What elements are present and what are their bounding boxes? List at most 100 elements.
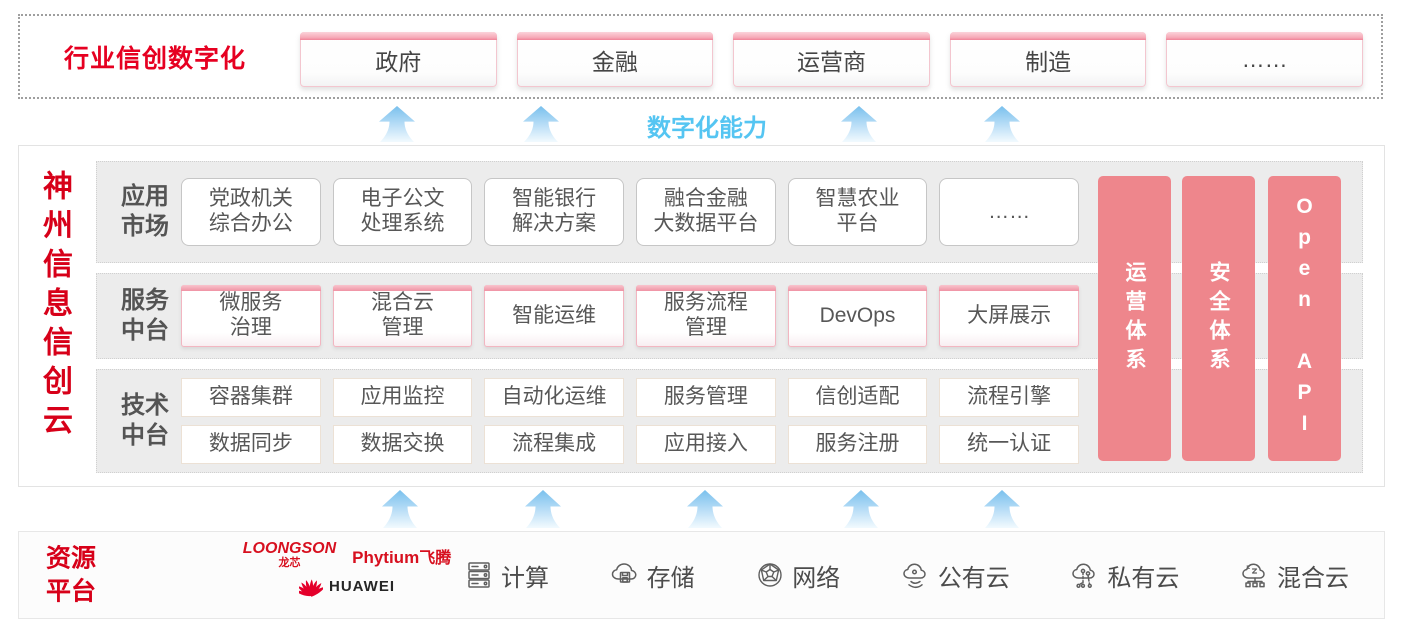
- service-label: 服务 中台: [121, 287, 169, 344]
- hybrid-cloud-icon: [1242, 563, 1265, 588]
- resource-item-label: 公有云: [937, 564, 1010, 592]
- capability-label: 数字化能力: [647, 115, 767, 142]
- up-arrow-icon: [382, 490, 418, 528]
- industry-box-label: 金融: [591, 48, 638, 75]
- cloud-platform-panel: 神州信息信创云 应用 市场 党政机关 综合办公 电子公文 处理系统 智能银行 解…: [18, 145, 1385, 487]
- huawei-logo-text: HUAWEI: [329, 577, 395, 595]
- service-box: 大屏展示: [939, 285, 1079, 347]
- tech-box: 服务注册: [787, 425, 928, 464]
- industry-box-government: 政府: [300, 32, 497, 87]
- tech-label: 技术 中台: [121, 392, 169, 449]
- resource-item-label: 混合云: [1276, 564, 1349, 592]
- app-box-more: ……: [939, 178, 1079, 246]
- phytium-logo-text: Phytium: [352, 548, 420, 567]
- service-boxes: 微服务 治理 混合云 管理 智能运维 服务流程 管理 DevOps 大屏展示: [181, 274, 1079, 358]
- service-box: 混合云 管理: [332, 285, 473, 347]
- resource-item-public-cloud: 公有云: [901, 558, 1010, 593]
- up-arrow-icon: [379, 106, 415, 142]
- industry-box-row: 政府 金融 运营商 制造 ……: [300, 32, 1363, 87]
- app-box-label: ……: [988, 199, 1031, 223]
- app-box-label: 融合金融 大数据平台: [653, 187, 759, 235]
- industry-banner: 行业信创数字化 政府 金融 运营商 制造 ……: [18, 14, 1383, 99]
- resource-items: 计算 存储: [464, 532, 1349, 618]
- app-box-label: 党政机关 综合办公: [208, 187, 293, 235]
- up-arrow-icon: [525, 490, 561, 528]
- app-market-label: 应用 市场: [121, 183, 169, 240]
- resource-item-label: 私有云: [1107, 564, 1180, 592]
- app-box: 智慧农业 平台: [787, 178, 928, 246]
- tech-box: 数据同步: [181, 425, 321, 464]
- huawei-logo: HUAWEI: [207, 575, 487, 597]
- up-arrow-icon: [984, 106, 1020, 142]
- industry-box-label: 制造: [1025, 48, 1072, 75]
- storage-cloud-icon: [611, 563, 637, 583]
- resource-item-label: 存储: [646, 564, 695, 592]
- tech-box-label: 信创适配: [815, 385, 900, 409]
- tech-box-label: 流程引擎: [967, 385, 1052, 409]
- tech-box-label: 服务管理: [663, 385, 748, 409]
- up-arrow-icon: [687, 490, 723, 528]
- service-box: 微服务 治理: [181, 285, 321, 347]
- industry-box-label: 运营商: [796, 48, 866, 75]
- tech-strip: 技术 中台 容器集群 应用监控 自动化运维 服务管理 信创适配 流程引擎 数据同…: [96, 369, 1363, 473]
- service-box: DevOps: [787, 285, 928, 347]
- app-market-boxes: 党政机关 综合办公 电子公文 处理系统 智能银行 解决方案 融合金融 大数据平台…: [181, 162, 1079, 262]
- service-box-label: 服务流程 管理: [663, 291, 748, 339]
- service-box: 智能运维: [484, 285, 624, 347]
- tech-box-label: 数据同步: [208, 432, 293, 456]
- pillar-label: 运营体系: [1123, 260, 1146, 377]
- resource-item-storage: 存储: [610, 558, 695, 593]
- tech-box: 数据交换: [332, 425, 473, 464]
- up-arrow-icon: [984, 490, 1020, 528]
- vendor-logos: LOONGSON 龙芯 Phytium飞腾: [207, 541, 487, 597]
- service-box-label: 微服务 治理: [219, 291, 283, 339]
- app-box: 电子公文 处理系统: [332, 178, 473, 246]
- tech-box: 流程集成: [484, 425, 624, 464]
- huawei-flower-icon: [299, 579, 323, 597]
- resource-platform-label: 资源 平台: [46, 544, 97, 606]
- tech-box-label: 服务注册: [815, 432, 900, 456]
- service-box: 服务流程 管理: [636, 285, 776, 347]
- tech-box: 流程引擎: [939, 378, 1079, 417]
- pillar-label: Open API: [1293, 194, 1316, 443]
- app-box: 党政机关 综合办公: [181, 178, 321, 246]
- resource-item-label: 计算: [501, 564, 549, 592]
- private-cloud-icon: [1072, 563, 1096, 588]
- phytium-logo: Phytium飞腾: [352, 544, 451, 568]
- loongson-logo-subtext: 龙芯: [278, 557, 301, 569]
- tech-box-label: 容器集群: [208, 385, 293, 409]
- pillar-label: 安全体系: [1207, 260, 1230, 377]
- tech-boxes: 容器集群 应用监控 自动化运维 服务管理 信创适配 流程引擎 数据同步 数据交换…: [181, 370, 1079, 472]
- tech-box: 应用接入: [636, 425, 776, 464]
- tech-box: 容器集群: [181, 378, 321, 417]
- app-box-label: 智能银行 解决方案: [512, 187, 597, 235]
- platform-side-title: 神州信息信创云: [38, 170, 71, 443]
- app-market-strip: 应用 市场 党政机关 综合办公 电子公文 处理系统 智能银行 解决方案 融合金融…: [96, 161, 1363, 263]
- service-box-label: 大屏展示: [967, 303, 1052, 327]
- industry-banner-title: 行业信创数字化: [64, 44, 247, 73]
- tech-box-label: 统一认证: [967, 432, 1052, 456]
- app-box-label: 智慧农业 平台: [815, 187, 900, 235]
- tech-box-label: 流程集成: [512, 432, 597, 456]
- network-globe-icon: [758, 563, 782, 587]
- tech-box: 应用监控: [332, 378, 473, 417]
- pillar-open-api: Open API: [1268, 176, 1341, 461]
- resource-item-private-cloud: 私有云: [1070, 558, 1179, 593]
- up-arrow-icon: [841, 106, 877, 142]
- up-arrow-icon: [843, 490, 879, 528]
- resource-item-label: 网络: [792, 564, 841, 592]
- tech-box-label: 应用接入: [663, 432, 748, 456]
- server-icon: [468, 562, 490, 588]
- tech-box-label: 自动化运维: [501, 385, 607, 409]
- tech-box: 统一认证: [939, 425, 1079, 464]
- industry-box-operator: 运营商: [733, 32, 930, 87]
- tech-box: 自动化运维: [484, 378, 624, 417]
- resource-item-network: 网络: [755, 558, 840, 593]
- pillar-security-system: 安全体系: [1182, 176, 1255, 461]
- tech-box-label: 数据交换: [360, 432, 445, 456]
- service-strip: 服务 中台 微服务 治理 混合云 管理 智能运维 服务流程 管理 DevOps …: [96, 273, 1363, 359]
- tech-box: 服务管理: [636, 378, 776, 417]
- industry-box-label: 政府: [375, 48, 422, 75]
- pillar-operation-system: 运营体系: [1098, 176, 1171, 461]
